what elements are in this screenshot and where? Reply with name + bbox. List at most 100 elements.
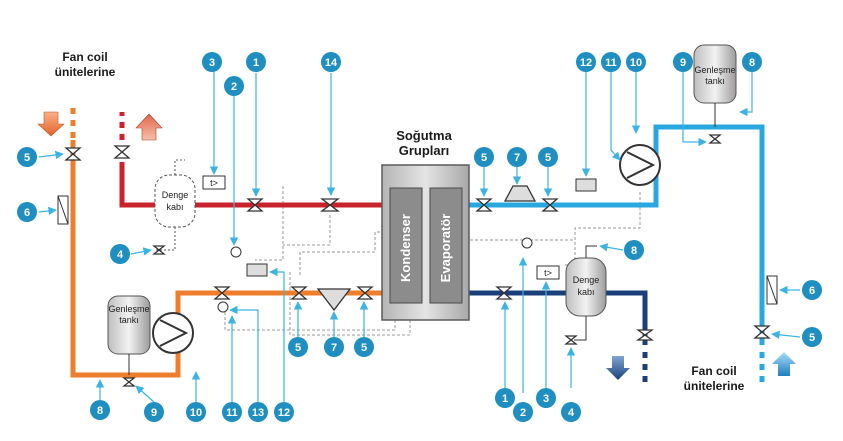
valve-ml-2 [356, 286, 374, 300]
thermostat-right [536, 265, 560, 280]
badge-6-right: 6 [802, 280, 822, 300]
pump-right [619, 144, 661, 186]
arrow-up-blue [772, 352, 796, 376]
expansion-tank-left: Genleşme tankı [107, 295, 151, 375]
condenser-label: Kondenser [398, 214, 413, 282]
badges: 3 2 1 14 12 11 10 9 8 5 6 4 5 7 5 8 6 5 … [17, 52, 822, 422]
chiller-title-line1: Soğutma [396, 128, 452, 143]
badge-8-mr: 8 [624, 240, 644, 260]
badge-3-top: 3 [202, 52, 222, 72]
svg-text:8: 8 [749, 57, 755, 69]
arrow-down-navy [606, 356, 630, 380]
badge-12-topr: 12 [576, 52, 596, 72]
badge-14-top: 14 [321, 52, 341, 72]
svg-text:Denge: Denge [573, 275, 600, 285]
badge-5-left: 5 [17, 147, 37, 167]
badge-4-left: 4 [110, 244, 130, 264]
sensor-12-right [575, 178, 597, 192]
badge-6-left: 6 [17, 202, 37, 222]
valve-red-top [113, 145, 131, 159]
svg-text:8: 8 [97, 405, 103, 417]
svg-text:3: 3 [209, 57, 215, 69]
badge-7-mr: 7 [507, 147, 527, 167]
svg-text:kabı: kabı [166, 202, 183, 212]
svg-text:5: 5 [361, 342, 367, 354]
badge-5-ml2: 5 [354, 337, 374, 357]
valve-ml-1 [290, 286, 308, 300]
svg-text:kabı: kabı [577, 287, 594, 297]
valves [64, 134, 771, 387]
svg-text:tankı: tankı [119, 315, 139, 325]
filters [57, 195, 778, 305]
hot-supply-pipe [119, 162, 395, 208]
valve-balance-r [564, 335, 578, 345]
fan-coil-left-line2: ünitelerine [55, 65, 116, 79]
valve-mr-1 [475, 198, 493, 212]
svg-text:6: 6 [24, 207, 30, 219]
cold-supply-pipe [450, 124, 765, 345]
svg-text:5: 5 [481, 152, 487, 164]
gauge-right [521, 237, 533, 249]
svg-text:1: 1 [502, 393, 508, 405]
svg-text:4: 4 [117, 249, 124, 261]
badge-7-ml: 7 [324, 337, 344, 357]
badge-4-bot: 4 [561, 402, 581, 422]
valve-4 [152, 245, 166, 255]
valve-navy-drop [635, 329, 655, 341]
fan-coil-right-line2: ünitelerine [684, 379, 745, 393]
badge-10-bot: 10 [186, 402, 206, 422]
svg-text:13: 13 [252, 407, 264, 419]
svg-text:Genleşme: Genleşme [108, 304, 149, 314]
badge-2-top: 2 [224, 76, 244, 96]
svg-text:2: 2 [231, 81, 237, 93]
badge-9-topr: 9 [673, 52, 693, 72]
svg-text:Genleşme: Genleşme [694, 65, 735, 75]
evaporator-circuit [450, 124, 765, 382]
badge-5-mr1: 5 [474, 147, 494, 167]
badge-9-bot: 9 [144, 402, 164, 422]
arrow-up-red [135, 113, 163, 141]
svg-text:t>: t> [210, 178, 218, 188]
badge-5-right: 5 [802, 327, 822, 347]
svg-text:12: 12 [278, 407, 290, 419]
badge-5-mr2: 5 [538, 147, 558, 167]
valve-right-5 [753, 325, 771, 339]
leader-lines [38, 71, 801, 403]
valve-exp-left [122, 377, 136, 387]
balance-tank-right: Denge kabı [565, 245, 607, 341]
arrow-down-orange [37, 111, 65, 137]
valve-14 [320, 198, 340, 212]
chiller-unit: Kondenser Evaporatör Soğutma Grupları [381, 128, 470, 321]
badge-11-bot: 11 [222, 402, 242, 422]
badge-11-topr: 11 [601, 52, 621, 72]
badge-8-topr: 8 [742, 52, 762, 72]
svg-text:11: 11 [226, 407, 238, 419]
cold-return-pipe [450, 290, 648, 345]
badge-2-bot: 2 [513, 402, 533, 422]
svg-text:7: 7 [514, 152, 520, 164]
svg-text:8: 8 [631, 245, 637, 257]
valve-exp-right [708, 134, 722, 144]
fan-coil-right-line1: Fan coil [691, 364, 736, 378]
badge-5-ml1: 5 [288, 337, 308, 357]
svg-text:5: 5 [24, 152, 30, 164]
svg-text:t>: t> [544, 268, 552, 278]
svg-text:5: 5 [809, 332, 815, 344]
svg-text:14: 14 [325, 57, 338, 69]
svg-text:Denge: Denge [162, 190, 189, 200]
valve-ml-3 [213, 286, 231, 300]
badge-13-bot: 13 [248, 402, 268, 422]
svg-text:7: 7 [331, 342, 337, 354]
thermostats: t> t> [202, 175, 597, 313]
valve-mr-2 [541, 198, 559, 212]
svg-text:9: 9 [680, 57, 686, 69]
svg-text:tankı: tankı [705, 76, 725, 86]
badge-8-bot: 8 [90, 400, 110, 420]
strainer-right [503, 185, 537, 202]
condenser-circuit [70, 106, 395, 378]
balance-tank-left: Denge kabı [154, 159, 196, 251]
svg-text:5: 5 [295, 342, 301, 354]
badge-10-topr: 10 [626, 52, 646, 72]
